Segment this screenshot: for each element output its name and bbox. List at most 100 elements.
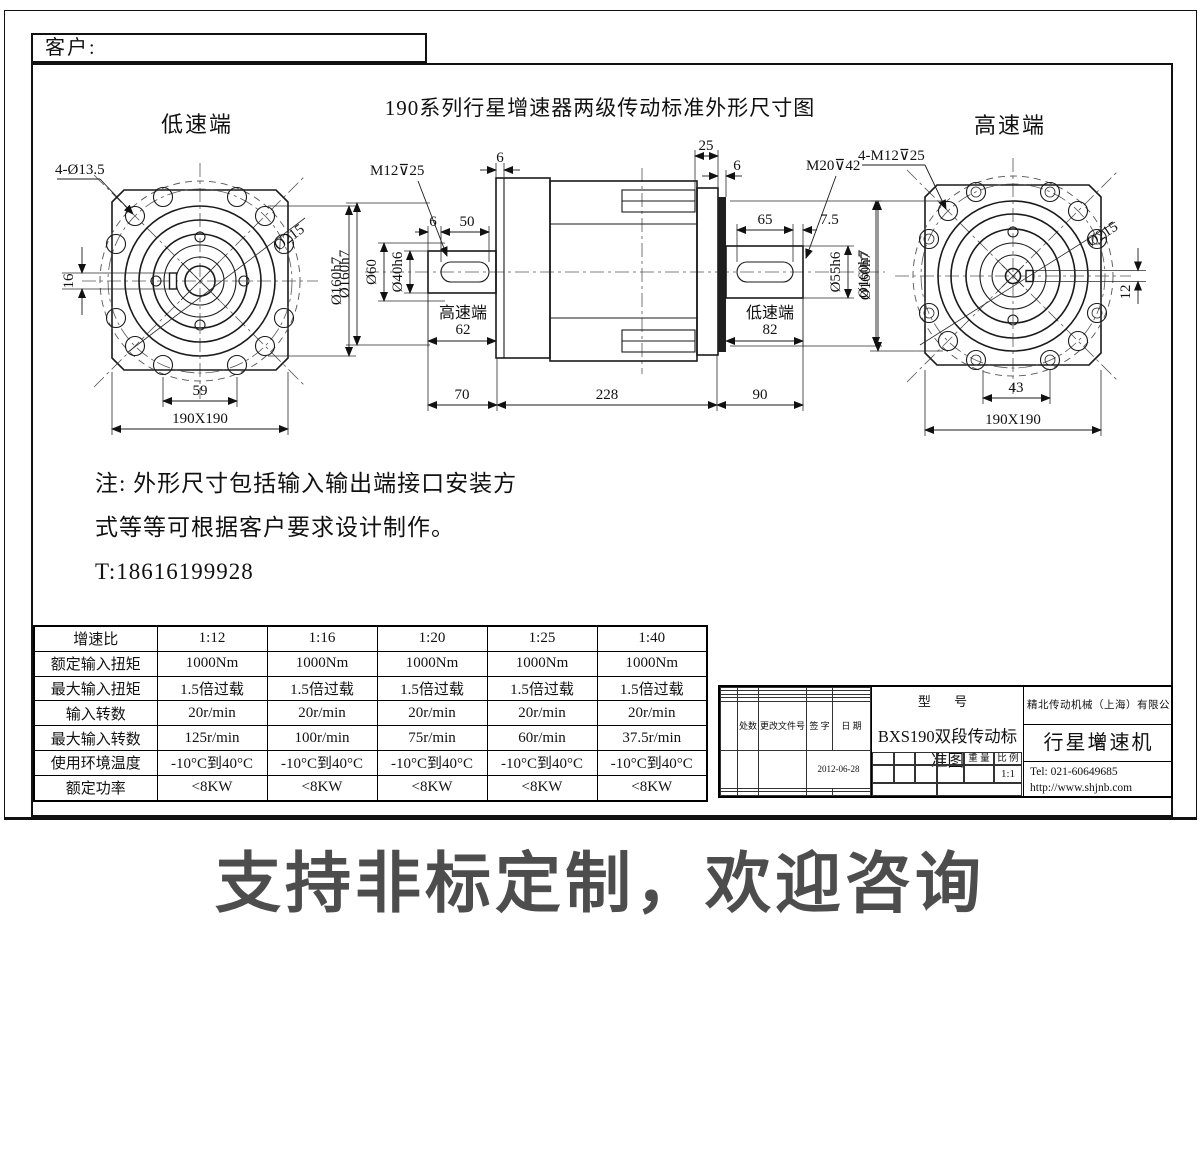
spec-cell: 1000Nm (376, 650, 488, 677)
company-tel: Tel: 021-60649685 (1030, 766, 1118, 778)
spec-cell: 37.5r/min (596, 725, 708, 751)
dim-flange-offset-ls: 25 (699, 138, 714, 154)
note-line-1: 注: 外形尺寸包括输入输出端接口安装方 (95, 471, 518, 496)
sheet-inner-frame (31, 63, 1173, 817)
spec-row-label: 最大输入转数 (33, 725, 158, 751)
dim-len-output: 90 (753, 387, 768, 403)
sheet-outer-frame (4, 10, 1197, 820)
spec-cell: 20r/min (596, 700, 708, 727)
rev-cell (720, 749, 738, 789)
spec-cell: 1:20 (376, 625, 488, 652)
spec-row-label: 增速比 (33, 625, 158, 652)
customer-label: 客户: (45, 37, 97, 59)
spec-cell: 1.5倍过载 (486, 675, 598, 702)
side-section-dims: M12⊽25 6 6 50 Ø60 Ø40h6 (337, 138, 882, 411)
rev-header: 处数 (737, 700, 759, 751)
scale-label: 比 例 (994, 752, 1022, 765)
spec-cell: 1.5倍过载 (266, 675, 378, 702)
rev-cell (758, 791, 807, 796)
spec-cell: -10°C到40°C (376, 749, 488, 776)
rev-cell (832, 791, 871, 796)
dim-taps: 4-M12⊽25 (858, 148, 925, 164)
spec-row-label: 额定输入扭矩 (33, 650, 158, 677)
spec-cell: -10°C到40°C (486, 749, 598, 776)
rev-date: 2012-06-28 (806, 749, 871, 789)
spec-cell: <8KW (266, 774, 378, 802)
dim-outer-circle: Ø215 (271, 221, 307, 254)
note-line-3: T:18616199928 (95, 559, 254, 584)
spec-cell: <8KW (376, 774, 488, 802)
dim-tap-hs: M12⊽25 (370, 163, 424, 179)
dim-key-len-hs: 50 (460, 214, 475, 230)
high-speed-end-view (895, 158, 1131, 394)
spec-row-label: 最大输入扭矩 (33, 675, 158, 702)
weight-scale-grid: 重 量 比 例 1:1 (872, 752, 1023, 796)
spec-row: 使用环境温度-10°C到40°C-10°C到40°C-10°C到40°C-10°… (33, 749, 708, 776)
rev-header: 日 期 (832, 700, 871, 751)
spec-cell: 1000Nm (156, 650, 268, 677)
dim-plate-ls: 6 (733, 158, 741, 174)
label-ls: 低速端 (746, 304, 794, 322)
spec-cell: <8KW (156, 774, 268, 802)
dim-spigot: Ø160h7 (858, 251, 874, 300)
product-name: 行星增速机 (1024, 725, 1173, 762)
spec-cell: 1:12 (156, 625, 268, 652)
spec-cell: -10°C到40°C (266, 749, 378, 776)
spec-cell: -10°C到40°C (596, 749, 708, 776)
customer-box: 客户: (31, 33, 427, 63)
spec-cell: 20r/min (156, 700, 268, 727)
rev-cell (758, 749, 807, 789)
spec-cell: 20r/min (486, 700, 598, 727)
weight-label: 重 量 (964, 752, 994, 765)
spec-row-label: 额定功率 (33, 774, 158, 802)
spec-cell: 1.5倍过载 (596, 675, 708, 702)
dim-hole-pitch: 59 (193, 383, 208, 399)
spec-cell: 1:40 (596, 625, 708, 652)
label-hs: 高速端 (439, 304, 487, 322)
rev-cell (806, 791, 833, 796)
drawing-note: 注: 外形尺寸包括输入输出端接口安装方 式等等可根据客户要求设计制作。 T:18… (95, 462, 517, 594)
dim-key-pitch: 43 (1009, 380, 1024, 396)
rev-header: 签 字 (806, 700, 833, 751)
spec-cell: 1:16 (266, 625, 378, 652)
rev-cell (720, 700, 738, 751)
low-speed-end-view (82, 163, 318, 399)
spec-cell: 60r/min (486, 725, 598, 751)
dim-shaft-len-ls: 82 (763, 322, 778, 338)
rev-cell (832, 697, 871, 702)
dim-boss-hs: Ø60 (364, 259, 380, 285)
spec-row-label: 使用环境温度 (33, 749, 158, 776)
spec-cell: 1000Nm (486, 650, 598, 677)
spec-cell: 100r/min (266, 725, 378, 751)
dim-flange: 190X190 (985, 412, 1041, 428)
spec-row-label: 输入转数 (33, 700, 158, 727)
dim-shaft-len-hs: 62 (456, 322, 471, 338)
dim-key-len-ls: 65 (758, 212, 773, 228)
spec-cell: 1000Nm (596, 650, 708, 677)
low-speed-end-dims: 4-Ø13.5 Ø215 Ø160h7 16 59 190X190 (55, 162, 356, 435)
low-speed-end-title: 低速端 (161, 112, 233, 137)
dim-outer-circle: Ø215 (1084, 219, 1121, 251)
spec-row: 额定功率<8KW<8KW<8KW<8KW<8KW (33, 774, 708, 802)
rev-cell (737, 749, 759, 789)
spec-cell: -10°C到40°C (156, 749, 268, 776)
spec-cell: <8KW (596, 774, 708, 802)
dim-shaft-hs: Ø40h6 (390, 251, 406, 292)
model-block: 型 号 BXS190双段传动标准图 重 量 比 例 1:1 (872, 687, 1024, 796)
spec-cell: 1:25 (486, 625, 598, 652)
spec-cell: 20r/min (376, 700, 488, 727)
spec-cell: 75r/min (376, 725, 488, 751)
dim-flange: 190X190 (172, 411, 228, 427)
model-label: 型 号 (917, 694, 978, 709)
company-name: 精北传动机械（上海）有限公司 (1024, 687, 1173, 749)
spec-cell: <8KW (486, 774, 598, 802)
dim-tap-ls: M20⊽42 (806, 158, 860, 174)
dim-spigot: Ø160h7 (329, 256, 345, 305)
